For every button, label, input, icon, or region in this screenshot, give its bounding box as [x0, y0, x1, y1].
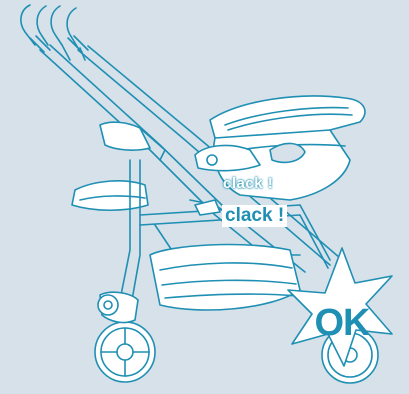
ok-badge-text: OK	[307, 302, 377, 345]
carrycot	[195, 96, 365, 200]
basket	[150, 245, 300, 310]
front-wheel	[95, 292, 155, 382]
footrest	[72, 181, 148, 210]
clack-sound-label-small: clack !	[223, 175, 273, 192]
handle-grips	[21, 5, 88, 52]
clack-sound-label-large: clack !	[222, 205, 287, 227]
